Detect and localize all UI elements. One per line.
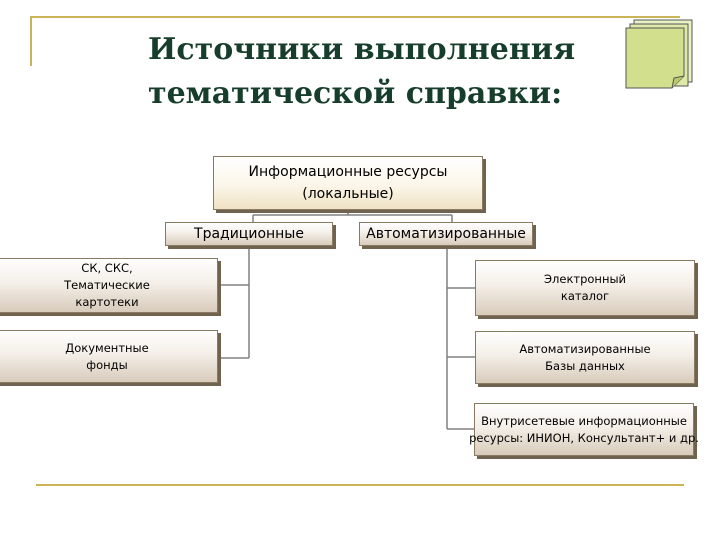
title-line-2: тематической справки: — [148, 76, 563, 111]
frame-top-line — [30, 16, 680, 18]
branch-node-traditional: Традиционные — [165, 222, 333, 246]
node-document-collections: Документные фонды — [0, 330, 218, 383]
root-node-info-resources: Информационные ресурсы (локальные) — [213, 156, 483, 210]
node-intranet-resources: Внутрисетевые информационные ресурсы: ИН… — [469, 403, 699, 456]
node-card-catalogs-line-3: картотеки — [75, 295, 139, 309]
node-automated-databases-line-2: Базы данных — [545, 358, 625, 373]
node-intranet-resources-line-1: Внутрисетевые информационные — [481, 413, 687, 428]
stacked-pages-icon — [625, 19, 693, 89]
slide-title: Источники выполнения тематической справк… — [148, 28, 608, 116]
node-electronic-catalog-line-2: каталог — [560, 289, 610, 303]
branch-node-automated: Автоматизированные — [359, 222, 533, 246]
node-automated-databases-line-1: Автоматизированные — [519, 341, 651, 356]
title-line-1: Источники выполнения — [148, 32, 576, 67]
node-card-catalogs: СК, СКС, Тематические картотеки — [0, 258, 218, 313]
node-intranet-resources-line-2: ресурсы: ИНИОН, Консультант+ и др. — [469, 430, 699, 445]
branch-automated-label: Автоматизированные — [366, 226, 526, 242]
node-automated-databases: Автоматизированные Базы данных — [475, 331, 695, 384]
node-electronic-catalog-line-1: Электронный — [543, 272, 627, 286]
node-electronic-catalog: Электронный каталог — [475, 260, 695, 316]
node-card-catalogs-line-1: СК, СКС, — [81, 261, 133, 275]
root-node-line-2: (локальные) — [302, 186, 394, 202]
frame-bottom-line — [36, 484, 684, 486]
root-node-line-1: Информационные ресурсы — [248, 164, 448, 180]
frame-left-line — [30, 16, 32, 66]
branch-traditional-label: Традиционные — [194, 226, 304, 242]
node-document-collections-line-2: фонды — [86, 357, 128, 372]
node-document-collections-line-1: Документные — [65, 340, 149, 355]
node-card-catalogs-line-2: Тематические — [64, 278, 150, 292]
